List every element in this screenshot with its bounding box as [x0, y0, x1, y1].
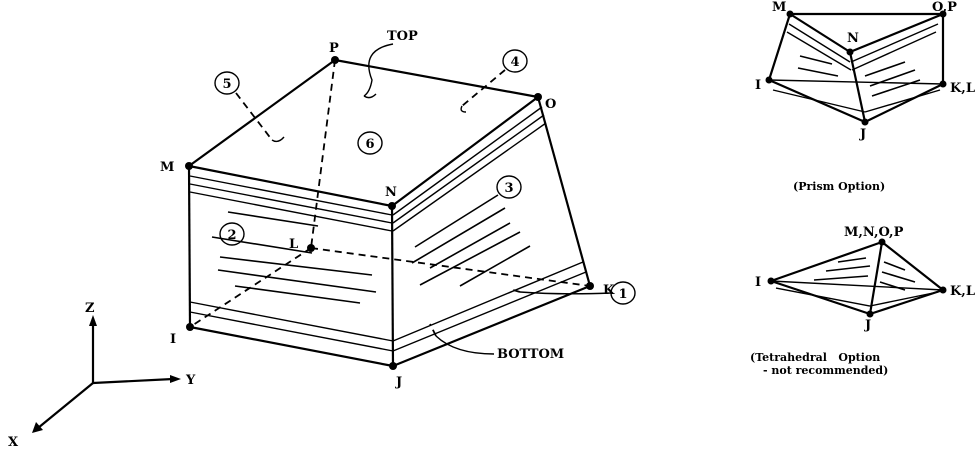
face-6-marker: 6 [357, 131, 383, 155]
label-i: I [170, 332, 176, 347]
tet-caption-line1: (Tetrahedral Option [750, 351, 880, 364]
bottom-leader [435, 335, 495, 355]
prism-label-m: M [772, 0, 786, 15]
svg-text:6: 6 [365, 137, 374, 152]
tet-label-j: J [864, 318, 871, 333]
label-j: J [395, 375, 402, 390]
label-l: L [289, 237, 298, 252]
node-l [307, 244, 315, 252]
edge-o-k [536, 96, 592, 287]
face-3-marker: 3 [496, 175, 522, 199]
tet-label-i: I [755, 275, 761, 290]
svg-text:1: 1 [618, 287, 627, 302]
y-axis-label: Y [185, 373, 196, 388]
svg-text:4: 4 [510, 55, 519, 70]
x-axis [37, 382, 94, 429]
edge-n-j [390, 205, 395, 367]
prism-label-kl: K,L [950, 81, 975, 96]
z-axis-label: Z [85, 301, 95, 316]
svg-text:5: 5 [222, 77, 231, 92]
label-k: K [603, 283, 615, 298]
label-m: M [160, 160, 174, 175]
top-leader [363, 43, 394, 97]
tet-caption-line2: - not recommended) [763, 364, 888, 377]
node-i [186, 323, 194, 331]
coordinate-axes: Z Y X [8, 301, 196, 450]
edge-j-k [392, 284, 591, 368]
x-axis-label: X [8, 435, 19, 450]
prism-label-i: I [755, 78, 761, 93]
face-5-marker: 5 [214, 71, 285, 143]
face-2-marker: 2 [219, 222, 245, 246]
hidden-edge-l-k [310, 247, 591, 287]
prism-label-op: O,P [932, 0, 957, 15]
bottom-label: BOTTOM [497, 347, 564, 362]
svg-text:3: 3 [504, 181, 513, 196]
edge-m-i [187, 165, 192, 328]
prism-option: M N O,P I J K,L (Prism Option) [755, 0, 975, 193]
label-n: N [385, 185, 397, 200]
label-o: O [545, 97, 556, 112]
tetrahedral-option: M,N,O,P I J K,L (Tetrahedral Option - no… [750, 225, 975, 377]
node-k [586, 282, 594, 290]
node-o [534, 93, 542, 101]
label-p: P [329, 41, 339, 56]
y-axis [92, 377, 174, 385]
tet-label-kl: K,L [950, 284, 975, 299]
face-1-marker: 1 [509, 281, 636, 305]
prism-caption: (Prism Option) [793, 180, 885, 193]
node-n [388, 202, 396, 210]
node-j [389, 362, 397, 370]
hexahedral-element: M N O P I J K L 1 2 3 4 5 [160, 29, 636, 390]
prism-label-n: N [847, 31, 859, 46]
tet-label-mnop: M,N,O,P [844, 225, 904, 240]
node-m [185, 162, 193, 170]
face-4-marker: 4 [460, 49, 528, 113]
svg-text:2: 2 [227, 228, 236, 243]
prism-label-j: J [859, 127, 866, 142]
edge-i-j [189, 325, 394, 368]
top-label: TOP [387, 29, 418, 44]
node-p [331, 56, 339, 64]
